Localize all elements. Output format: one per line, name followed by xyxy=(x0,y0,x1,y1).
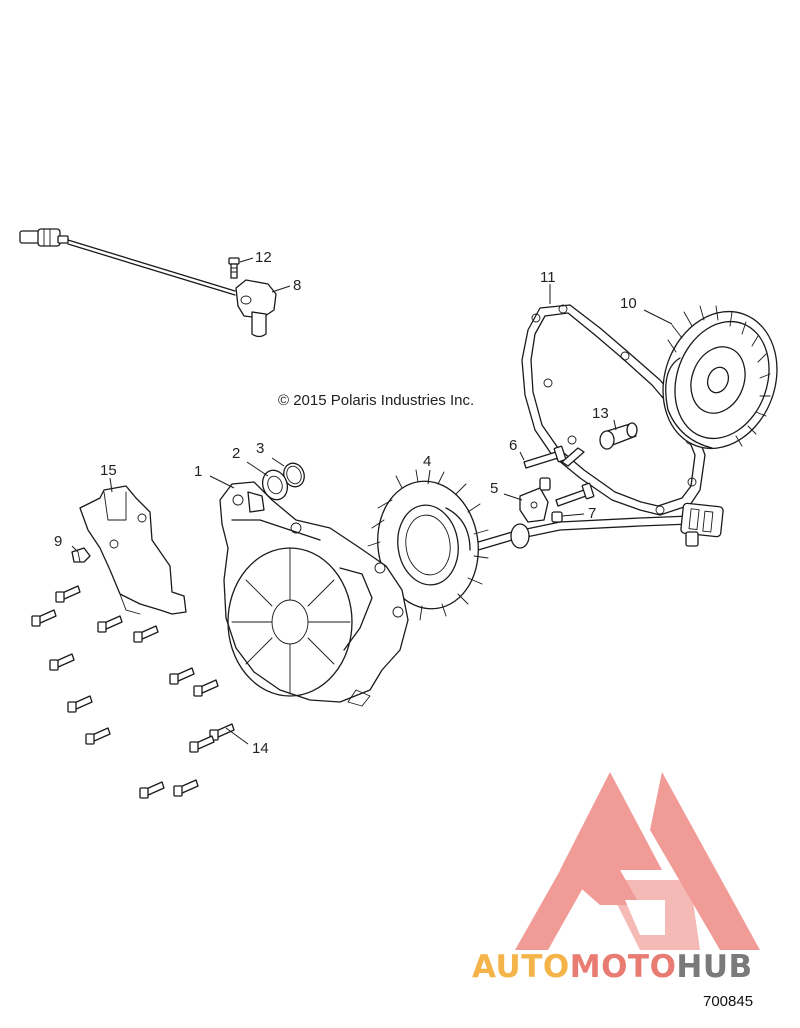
callout-14: 14 xyxy=(252,740,269,757)
document-number: 700845 xyxy=(703,993,753,1010)
callout-12: 12 xyxy=(255,249,272,266)
bolt-icon xyxy=(228,257,240,279)
watermark-brand-part1: AUTO xyxy=(472,949,570,985)
seal-icon xyxy=(261,469,289,501)
stator-cover-icon xyxy=(219,481,409,707)
callout-7: 7 xyxy=(588,505,596,522)
callout-10: 10 xyxy=(620,295,637,312)
bracket-icon xyxy=(79,485,187,615)
callout-6: 6 xyxy=(509,437,517,454)
bolt-group-icon xyxy=(31,585,235,799)
callout-5: 5 xyxy=(490,480,498,497)
callout-9: 9 xyxy=(54,533,62,550)
callout-1: 1 xyxy=(194,463,202,480)
callout-labels: 1 2 3 4 5 6 7 8 9 10 11 12 13 14 15 xyxy=(54,249,637,757)
screw-icon xyxy=(539,477,563,523)
watermark-brand-part2: HUB xyxy=(676,949,752,985)
watermark-brand-moto: MOTO xyxy=(570,949,677,985)
callout-13: 13 xyxy=(592,405,609,422)
callout-15: 15 xyxy=(100,462,117,479)
leader-lines xyxy=(71,257,673,745)
callout-3: 3 xyxy=(256,440,264,457)
flywheel-icon xyxy=(662,305,778,450)
bolt-icon xyxy=(523,445,595,507)
callout-11: 11 xyxy=(540,269,556,286)
wire-clamp-icon xyxy=(519,487,549,523)
watermark-logo-icon xyxy=(515,772,760,950)
callout-8: 8 xyxy=(293,277,301,294)
stator-harness-icon xyxy=(457,502,724,557)
clip-icon xyxy=(71,547,91,563)
callout-2: 2 xyxy=(232,445,240,462)
callout-4: 4 xyxy=(423,453,431,470)
watermark-brand: AUTOMOTOHUB xyxy=(472,949,753,985)
speed-sensor-icon xyxy=(19,228,277,338)
bushing-icon xyxy=(599,422,638,450)
copyright-text: © 2015 Polaris Industries Inc. xyxy=(278,392,474,409)
stator-icon xyxy=(367,469,489,621)
